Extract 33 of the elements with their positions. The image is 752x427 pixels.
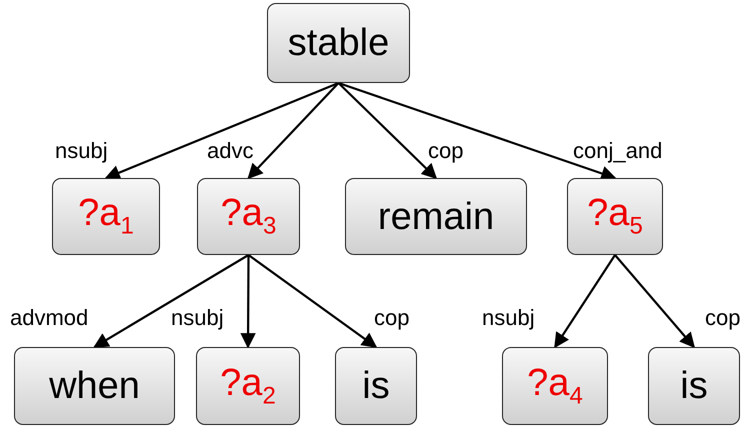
- word-box: [52, 178, 160, 255]
- arrow: [338, 82, 616, 181]
- word-box: [567, 178, 663, 255]
- arrow: [338, 82, 438, 180]
- arrow: [247, 82, 340, 180]
- node-text: ?a$_{2}$: [220, 364, 276, 408]
- node-text: is: [362, 367, 390, 405]
- edge-label: nsubj: [171, 307, 224, 329]
- node-text: stable: [288, 24, 390, 62]
- edge-label: nsubj: [55, 140, 108, 162]
- arrow: [554, 254, 616, 348]
- node-text: ?a$_{5}$: [587, 194, 643, 239]
- word-box: [345, 178, 527, 255]
- arrow: [248, 254, 378, 348]
- node-text: ?a$_{3}$: [220, 194, 276, 239]
- node-text: is: [680, 367, 708, 405]
- node-text: when: [49, 367, 140, 405]
- word-box: [502, 347, 608, 425]
- word-box: [335, 347, 417, 425]
- node-text: ?a$_{4}$: [527, 364, 583, 408]
- edge-label: nsubj: [482, 307, 535, 329]
- arrow: [614, 254, 695, 348]
- node-text: remain: [378, 198, 494, 236]
- edge-label: conj_and: [573, 140, 662, 162]
- word-box: [14, 347, 175, 425]
- node-text: ?a$_{1}$: [78, 194, 134, 239]
- word-box: [267, 3, 410, 83]
- word-box: [197, 178, 300, 255]
- arrow: [104, 82, 339, 180]
- arrow: [93, 254, 250, 348]
- word-box: [648, 347, 740, 425]
- word-box: [196, 347, 300, 425]
- arrow: [240, 255, 256, 349]
